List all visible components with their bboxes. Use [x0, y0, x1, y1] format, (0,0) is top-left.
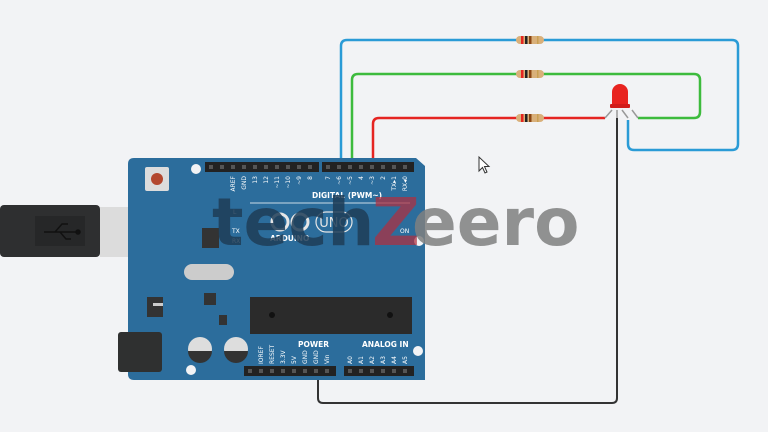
header-pin[interactable] — [253, 165, 257, 169]
arduino-uno-board[interactable]: AREF GND 13 12 ~11 ~10 ~9 8 7 ~6 ~5 4 ~3 2 TX▸1 RX◂0IOR… — [118, 158, 425, 380]
header-pin[interactable] — [381, 165, 385, 169]
pin-label: RESET — [269, 344, 276, 364]
header-pin[interactable] — [286, 165, 290, 169]
header-pin[interactable] — [248, 369, 252, 373]
header-pin[interactable] — [403, 165, 407, 169]
power-header[interactable] — [244, 366, 336, 376]
pin-label: 4 — [358, 176, 365, 180]
usb-cable — [0, 205, 134, 257]
atmega-chip — [250, 297, 412, 334]
resistor-1[interactable] — [516, 36, 544, 44]
pin-label: GND — [302, 350, 309, 364]
pin-label: ~5 — [347, 176, 354, 185]
header-pin[interactable] — [370, 369, 374, 373]
header-pin[interactable] — [314, 369, 318, 373]
pin-label: Vin — [324, 354, 331, 364]
pin-label: AREF — [230, 175, 237, 191]
header-pin[interactable] — [308, 165, 312, 169]
resistor-2[interactable] — [516, 70, 544, 78]
pin-label: A2 — [369, 356, 376, 364]
header-pin[interactable] — [381, 369, 385, 373]
pin-label: ~6 — [336, 176, 343, 185]
svg-text:Z: Z — [372, 184, 420, 261]
pin-label: IOREF — [258, 346, 265, 364]
header-pin[interactable] — [392, 369, 396, 373]
header-pin[interactable] — [242, 165, 246, 169]
header-pin[interactable] — [209, 165, 213, 169]
pin-label: GND — [313, 350, 320, 364]
header-pin[interactable] — [359, 369, 363, 373]
rx-label: RX — [232, 238, 240, 245]
analog-label: ANALOG IN — [362, 340, 409, 349]
capacitor — [188, 337, 212, 363]
pin-label: 2 — [380, 176, 387, 180]
pin-label: 3.3V — [280, 349, 287, 364]
pin-label: A3 — [380, 356, 387, 364]
pin-label: 13 — [252, 176, 259, 184]
analog-header[interactable] — [344, 366, 414, 376]
header-pin[interactable] — [220, 165, 224, 169]
resistor-3[interactable] — [516, 114, 544, 122]
pin-label: ~11 — [274, 176, 281, 189]
pin-label: GND — [241, 176, 248, 190]
header-pin[interactable] — [259, 369, 263, 373]
wire-red[interactable] — [371, 116, 605, 168]
uno-logo: UNO — [319, 216, 348, 231]
header-pin[interactable] — [270, 369, 274, 373]
header-pin[interactable] — [292, 369, 296, 373]
pin-label: ~10 — [285, 176, 292, 189]
rgb-led[interactable] — [604, 84, 639, 119]
power-label: POWER — [298, 340, 329, 349]
header-pin[interactable] — [275, 165, 279, 169]
pin-label: 8 — [307, 176, 314, 180]
header-pin[interactable] — [326, 165, 330, 169]
reset-button[interactable] — [145, 167, 169, 191]
on-label: ON — [400, 228, 409, 235]
pin-label: TX▸1 — [391, 176, 398, 192]
header-pin[interactable] — [348, 165, 352, 169]
pin-label: A1 — [358, 356, 365, 364]
header-pin[interactable] — [303, 369, 307, 373]
usb-icon — [44, 223, 81, 240]
watermark: tech Z eero — [212, 184, 579, 261]
pin-label: ~9 — [296, 176, 303, 185]
pin-label: A5 — [402, 356, 409, 364]
header-pin[interactable] — [359, 165, 363, 169]
svg-text:eero: eero — [412, 184, 579, 261]
header-pin[interactable] — [337, 165, 341, 169]
l-label: L — [233, 209, 237, 216]
mouse-cursor-icon — [478, 155, 491, 174]
pin-label: A0 — [347, 356, 354, 364]
svg-text:tech: tech — [212, 184, 374, 261]
header-pin[interactable] — [297, 165, 301, 169]
header-pin[interactable] — [264, 165, 268, 169]
tx-label: TX — [231, 228, 240, 235]
wire-blue[interactable] — [339, 38, 740, 168]
digital-label: DIGITAL (PWM~) — [312, 191, 382, 200]
arduino-logo-text: ARDUINO — [270, 234, 309, 243]
digital-header-left[interactable] — [205, 162, 319, 172]
pin-label: A4 — [391, 356, 398, 364]
digital-header-right[interactable] — [322, 162, 414, 172]
pin-label: 7 — [325, 176, 332, 180]
pin-label: 5V — [291, 355, 298, 364]
wire-black[interactable] — [317, 118, 618, 404]
arduino-infinity-logo — [270, 212, 310, 232]
pin-label: 12 — [263, 176, 270, 184]
pin-label: ~3 — [369, 176, 376, 185]
header-pin[interactable] — [325, 369, 329, 373]
pin-label: RX◂0 — [402, 176, 409, 191]
header-pin[interactable] — [348, 369, 352, 373]
capacitor — [224, 337, 248, 363]
header-pin[interactable] — [392, 165, 396, 169]
header-pin[interactable] — [281, 369, 285, 373]
header-pin[interactable] — [231, 165, 235, 169]
header-pin[interactable] — [370, 165, 374, 169]
wire-green[interactable] — [350, 72, 702, 168]
header-pin[interactable] — [403, 369, 407, 373]
